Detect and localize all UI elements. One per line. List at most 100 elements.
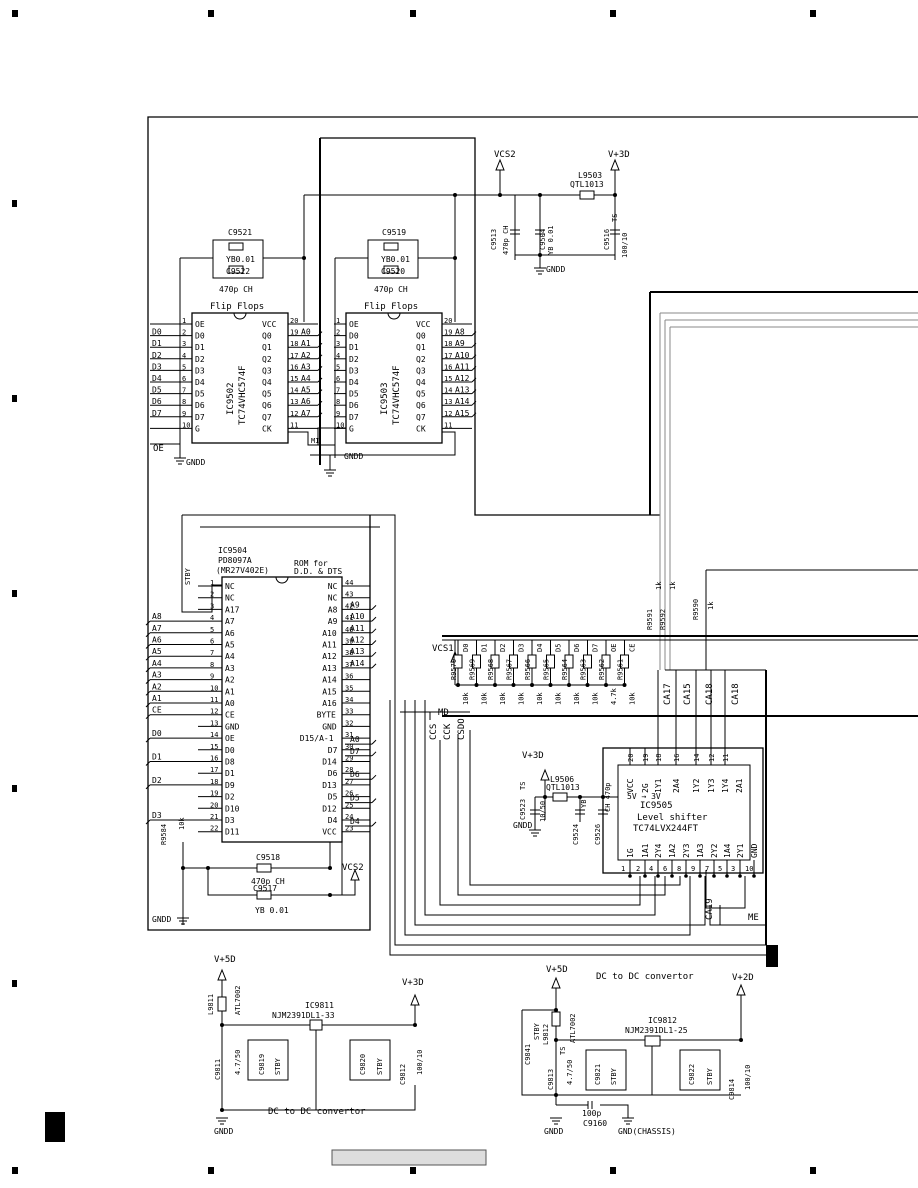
ic9505-pinnum: 4	[649, 865, 653, 873]
page-number-plate	[331, 1149, 487, 1166]
ic9504-pin-a12: A12	[322, 652, 337, 661]
ic9503-pin-q2: Q2	[416, 355, 426, 364]
net-label-d0: D0	[152, 328, 162, 337]
ic9505-pinnum: 20	[627, 754, 635, 762]
c9813-ref: C9813	[547, 1069, 555, 1090]
c9521-val: YB0.01	[226, 255, 255, 264]
c9522-val: 470p CH	[219, 285, 253, 294]
v3d-label-ls: V+3D	[522, 751, 544, 761]
ic9505-pinnum: 9	[691, 865, 695, 873]
ic9504-pin-a1: A1	[225, 687, 235, 696]
vcs2-label-rom: VCS2	[342, 863, 364, 873]
ic9502-pinnum: 17	[290, 352, 298, 360]
ic9504-pin-vcc: VCC	[322, 828, 337, 837]
ic9504-pin-a8: A8	[328, 605, 338, 614]
c9516-val: 100/10	[621, 233, 629, 258]
ic9504-pinnum: 7	[210, 649, 214, 657]
ic9503-gnd: GNDD	[344, 452, 363, 461]
ic9503-pin-q6: Q6	[416, 401, 426, 410]
ic9505-pinnum: 16	[673, 754, 681, 762]
net-label-a12: A12	[455, 374, 470, 383]
ic9503: Flip Flops IC9503 TC74VHC574F OE1D02D13D…	[288, 138, 477, 477]
pullup-val: 10k	[518, 692, 526, 705]
ic9504-pin-d1: D1	[225, 769, 235, 778]
c9841-ref: C9841	[524, 1044, 532, 1065]
rom-net-d0: D0	[152, 729, 162, 738]
pullup-net: D5	[555, 644, 563, 652]
c9520-val: 470p CH	[374, 285, 408, 294]
ic9504-pin-d11: D11	[225, 828, 240, 837]
ic9502-pinnum: 19	[290, 329, 298, 337]
ic9505-pinnum: 7	[705, 865, 709, 873]
l9811-val: ATL7002	[234, 985, 242, 1015]
ic9503-pinnum: 2	[336, 329, 340, 337]
ic9505-pin-1y4: 1Y4	[721, 778, 730, 793]
pullup-net: D7	[592, 644, 600, 652]
ic9504-pin-nc: NC	[225, 594, 235, 603]
oe-net-label: OE	[153, 444, 164, 454]
ic9505-pin-1y3: 1Y3	[707, 778, 716, 793]
ic9504-pinnum: 32	[345, 719, 353, 727]
ic9505-pin-1a2: 1A2	[668, 843, 677, 858]
c9516-ref: C9516	[603, 229, 611, 250]
l9506-ref: L9506	[550, 775, 574, 784]
ic9502-pin-d1: D1	[195, 343, 205, 352]
ic9503-pinnum: 14	[444, 387, 452, 395]
ic9505-pin-1a1: 1A1	[641, 843, 650, 858]
pullup-ref: R9561	[617, 659, 625, 680]
regulator-2: V+5D V+2D DC to DC convertor L9812 ATL70…	[521, 965, 754, 1136]
pullup-ref: R9568	[487, 659, 495, 680]
ic9504-pin-d10: D10	[225, 804, 240, 813]
ic9503-pinnum: 15	[444, 375, 452, 383]
ic9505: IC9505 Level shifter TC74LVX244FT 5V → 3…	[513, 670, 764, 878]
ic9503-pin-d6: D6	[349, 401, 359, 410]
pullup-ref: R9567	[506, 659, 514, 680]
ic9502-pinnum: 3	[182, 340, 186, 348]
c9820-val: STBY	[376, 1057, 384, 1075]
c9814-ref: C9814	[728, 1079, 736, 1100]
ic9504-pin-a7: A7	[225, 617, 235, 626]
ic9504-pinnum: 40	[345, 626, 353, 634]
rom-net-d7: D7	[350, 747, 360, 756]
pullup-ref: R9563	[580, 659, 588, 680]
ic9505-pinnum: 10	[745, 865, 753, 873]
c9522-ref: C9522	[226, 267, 250, 276]
rom-net-d1: D1	[152, 753, 162, 762]
bus-label-ccs: CCS	[429, 724, 439, 740]
bus-label-ca18: CA18	[731, 683, 741, 705]
ic9502-pin-d5: D5	[195, 390, 205, 399]
ic9505-gnd: GNDD	[513, 821, 532, 830]
l9812-ref: L9812	[542, 1024, 550, 1045]
ic9504-pinnum: 20	[210, 801, 218, 809]
c9821-ref: C9821	[594, 1064, 602, 1085]
c9521-ref: C9521	[228, 228, 252, 237]
ic9504-pinnum: 42	[345, 602, 353, 610]
bus-label-ca17: CA17	[663, 683, 673, 705]
ic9504-pin-nc: NC	[328, 594, 338, 603]
ic9504-pinnum: 16	[210, 755, 218, 763]
ic9502-pinnum: 15	[290, 375, 298, 383]
ic9504-pinnum: 19	[210, 790, 218, 798]
c9504-ref: C9504	[539, 229, 547, 250]
ic9503-part: TC74VHC574F	[392, 365, 402, 425]
ic9811-part: NJM2391DL1-33	[272, 1011, 335, 1020]
c9523-ref: C9523	[519, 799, 527, 820]
pullup-ref: R9570	[450, 659, 458, 680]
pullup-val: 10k	[629, 692, 637, 705]
ic9503-pin-d4: D4	[349, 378, 359, 387]
net-label-a10: A10	[455, 351, 470, 360]
ic9505-pinnum: 2	[636, 865, 640, 873]
ic9503-pinnum: 11	[444, 421, 452, 429]
l9506-val: QTL1013	[546, 783, 580, 792]
c9820-ref: C9820	[359, 1054, 367, 1075]
pullup-net: D1	[481, 644, 489, 652]
rom-net-a5: A5	[152, 647, 162, 656]
rom-net-d3: D3	[152, 811, 162, 820]
flipflop-bypass-caps: C9521 YB0.01 C9522 470p CH C9519 YB0.01 …	[179, 195, 457, 458]
rom-net-d5: D5	[350, 794, 360, 803]
ic9505-pin-2y3: 2Y3	[682, 843, 691, 858]
ic9503-pinnum: 18	[444, 340, 452, 348]
ic9503-pinnum: 9	[336, 410, 340, 418]
ic9504-pinnum: 31	[345, 731, 353, 739]
ic9504-pinnum: 36	[345, 673, 353, 681]
